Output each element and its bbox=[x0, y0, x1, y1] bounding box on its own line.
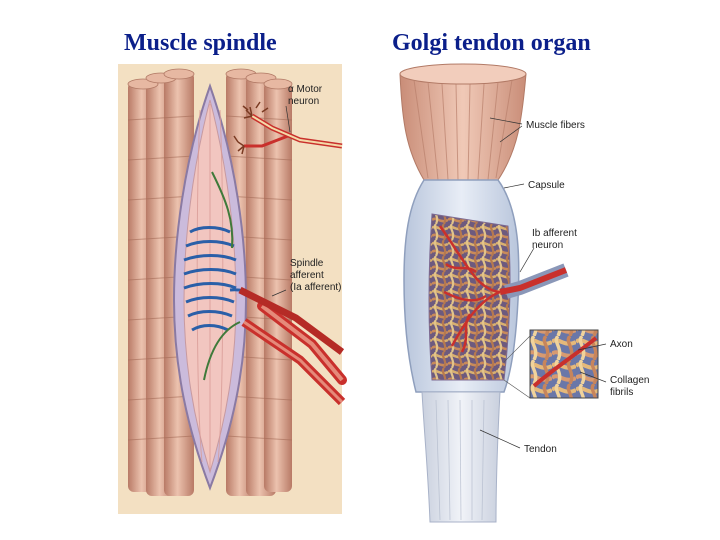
collagen-window bbox=[428, 213, 511, 381]
spindle-afferent-nerve bbox=[238, 286, 347, 406]
spindle-afferent-label: Spindle bbox=[290, 258, 324, 269]
ib-afferent-neuron bbox=[438, 225, 569, 353]
golgi-tendon-organ-title: Golgi tendon organ bbox=[392, 30, 591, 56]
alpha-motor-neuron-label: α Motor bbox=[288, 84, 323, 95]
svg-text:neuron: neuron bbox=[532, 240, 563, 251]
svg-text:fibrils: fibrils bbox=[610, 387, 633, 398]
gamma-motor-endings bbox=[203, 171, 241, 381]
motor-end-plate bbox=[233, 101, 269, 155]
collagen-fibrils-label: Collagen bbox=[610, 375, 649, 386]
muscle-spindle-title: Muscle spindle bbox=[124, 30, 277, 56]
axon-label: Axon bbox=[610, 339, 633, 350]
svg-text:afferent: afferent bbox=[290, 270, 324, 281]
capsule-label: Capsule bbox=[528, 180, 565, 191]
muscle-spindle-figure: α Motor neuron Spindle afferent (Ia affe… bbox=[118, 64, 347, 514]
annulospiral-endings bbox=[183, 226, 264, 332]
muscle-fiber-bundle bbox=[399, 73, 527, 181]
tendon bbox=[421, 391, 501, 523]
alpha-motor-neuron bbox=[233, 101, 343, 155]
golgi-tendon-organ-figure: Muscle fibers Capsule Ib afferent neuron… bbox=[399, 63, 649, 523]
ib-afferent-label: Ib afferent bbox=[532, 228, 577, 239]
svg-text:neuron: neuron bbox=[288, 96, 319, 107]
tendon-label: Tendon bbox=[524, 444, 557, 455]
svg-text:(Ia afferent): (Ia afferent) bbox=[290, 282, 342, 293]
muscle-fibers-label: Muscle fibers bbox=[526, 120, 585, 131]
